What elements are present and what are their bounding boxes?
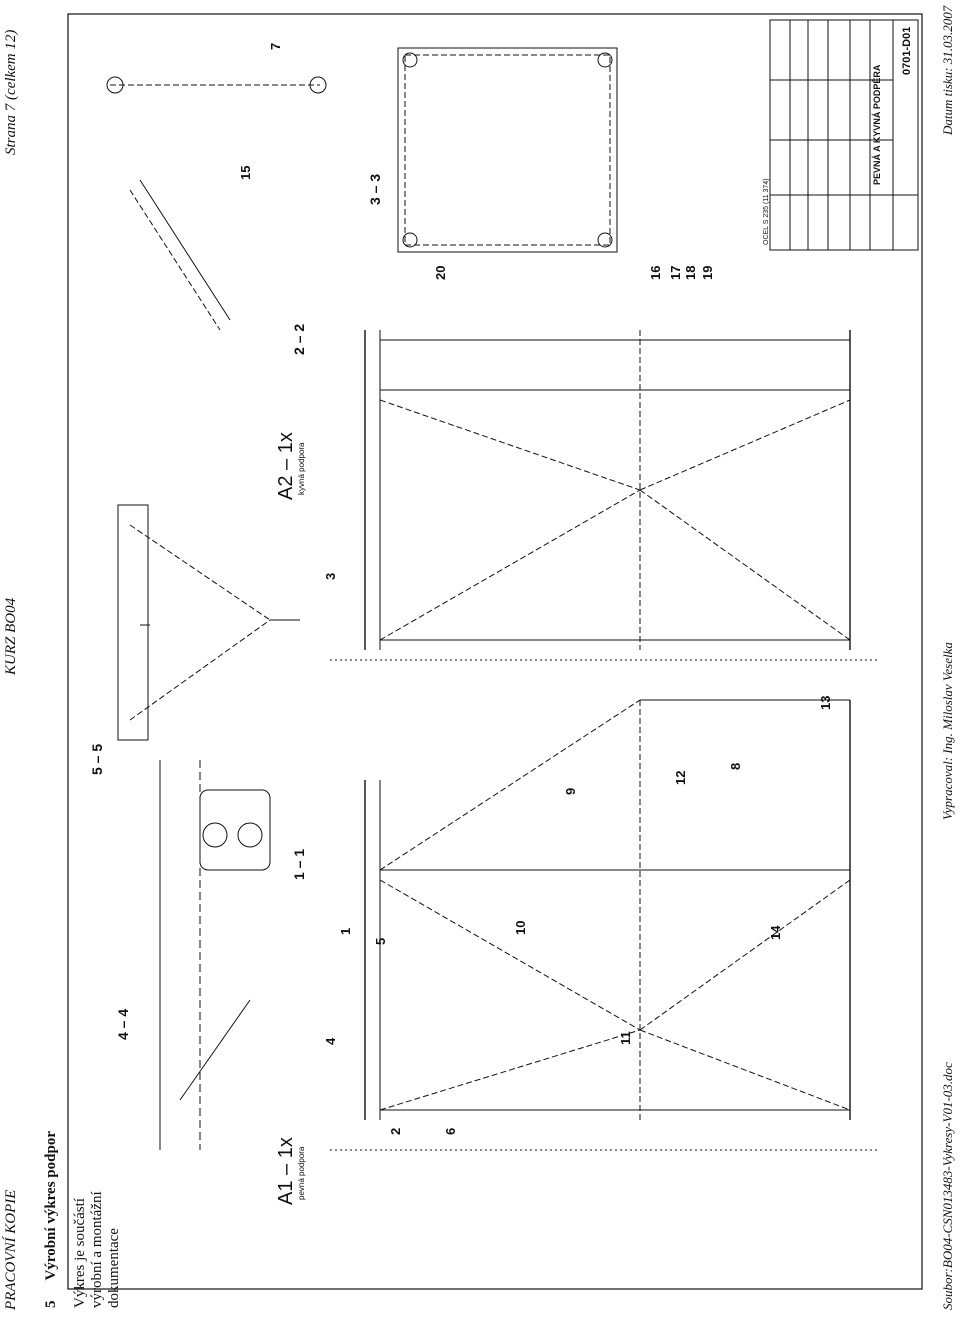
title-block-title: PEVNÁ A KYVNÁ PODPĚRA (871, 64, 882, 185)
position-17: 17 (668, 266, 683, 280)
position-15: 15 (238, 166, 253, 180)
position-12: 12 (673, 771, 688, 785)
position-14: 14 (768, 925, 783, 940)
section-label-1: 1 – 1 (291, 849, 307, 880)
position-13: 13 (818, 696, 833, 710)
view-label-a1: A1 – 1x (275, 1137, 297, 1205)
position-10: 10 (513, 921, 528, 935)
position-11: 11 (618, 1031, 633, 1045)
title-block-material: OCEL S 235 (11 374) (763, 178, 770, 245)
position-19: 19 (700, 266, 715, 280)
position-8: 8 (728, 763, 743, 770)
position-2: 2 (388, 1128, 403, 1135)
position-9: 9 (563, 788, 578, 795)
position-16: 16 (648, 266, 663, 280)
position-18: 18 (683, 266, 698, 280)
position-5: 5 (373, 938, 388, 945)
view-sub-a1: pevná podpora (297, 1146, 306, 1200)
section-label-3: 3 – 3 (367, 174, 383, 205)
position-20: 20 (433, 266, 448, 280)
position-4: 4 (323, 1037, 338, 1045)
position-1: 1 (338, 928, 353, 935)
position-7: 7 (268, 43, 283, 50)
view-label-a2: A2 – 1x (275, 432, 297, 500)
view-sub-a2: kyvná podpora (297, 442, 306, 495)
position-6: 6 (443, 1128, 458, 1135)
title-block-number: 0701-D01 (901, 27, 913, 75)
section-label-5: 5 – 5 (89, 744, 105, 775)
position-3: 3 (323, 573, 338, 580)
section-label-4: 4 – 4 (115, 1009, 131, 1040)
section-label-2: 2 – 2 (291, 324, 307, 355)
